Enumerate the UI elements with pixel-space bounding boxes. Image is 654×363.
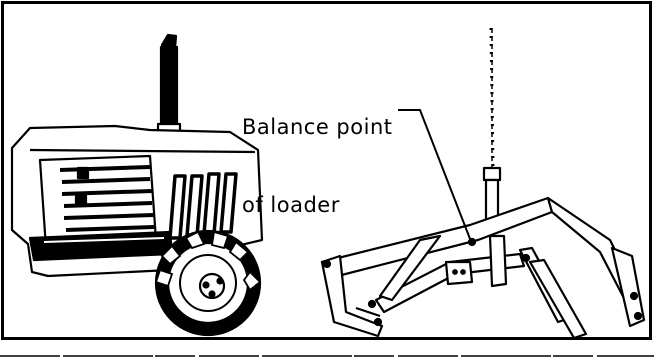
tractor-wheel: [154, 229, 262, 337]
figure-border: [1, 1, 652, 340]
loader-illustration: [320, 27, 646, 340]
callout-leader-line: [398, 109, 473, 245]
balance-point-callout: Balance point of loader: [242, 62, 393, 244]
hoist-chain: [489, 27, 495, 169]
callout-line-2: of loader: [242, 193, 340, 217]
callout-line-1: Balance point: [242, 115, 393, 139]
tractor-illustration: [10, 33, 264, 278]
